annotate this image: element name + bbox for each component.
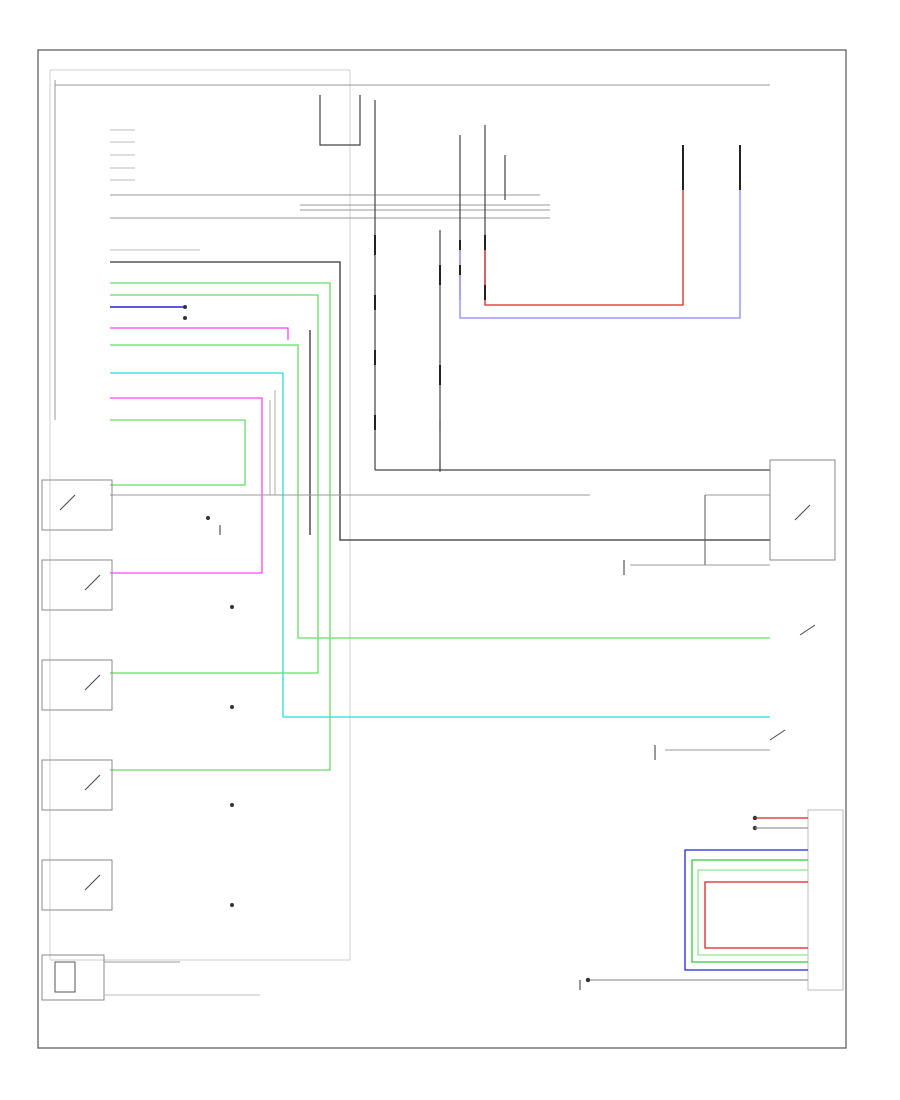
red-wire — [484, 150, 684, 306]
right-lock-box — [769, 459, 836, 561]
light-blue-wire — [459, 150, 741, 319]
left-module-box — [49, 69, 351, 961]
pink-wire — [110, 327, 289, 340]
green-wire-3 — [110, 344, 770, 639]
green-wire-1 — [110, 282, 331, 771]
gray-dividers — [269, 390, 276, 495]
black-main-wire — [110, 261, 770, 541]
green-wire-4 — [110, 419, 246, 486]
green-wire-2 — [110, 294, 319, 674]
left-switch-boxes — [41, 479, 113, 1001]
ground-symbol-icon — [219, 420, 656, 990]
cyan-wire — [110, 372, 770, 718]
vertical-feed-wires — [319, 95, 770, 471]
pink-wire-2 — [110, 397, 263, 574]
left-pin-stubs — [110, 129, 200, 251]
right-control-box — [807, 809, 844, 991]
connector-stubs — [374, 145, 741, 430]
bottom-left-component — [54, 961, 76, 993]
connector-dot-icon — [183, 305, 758, 983]
diagram-frame — [37, 49, 847, 1049]
top-bus-lines — [55, 84, 770, 219]
switch-symbol-icon — [59, 494, 816, 891]
right-control-wires — [590, 817, 808, 981]
